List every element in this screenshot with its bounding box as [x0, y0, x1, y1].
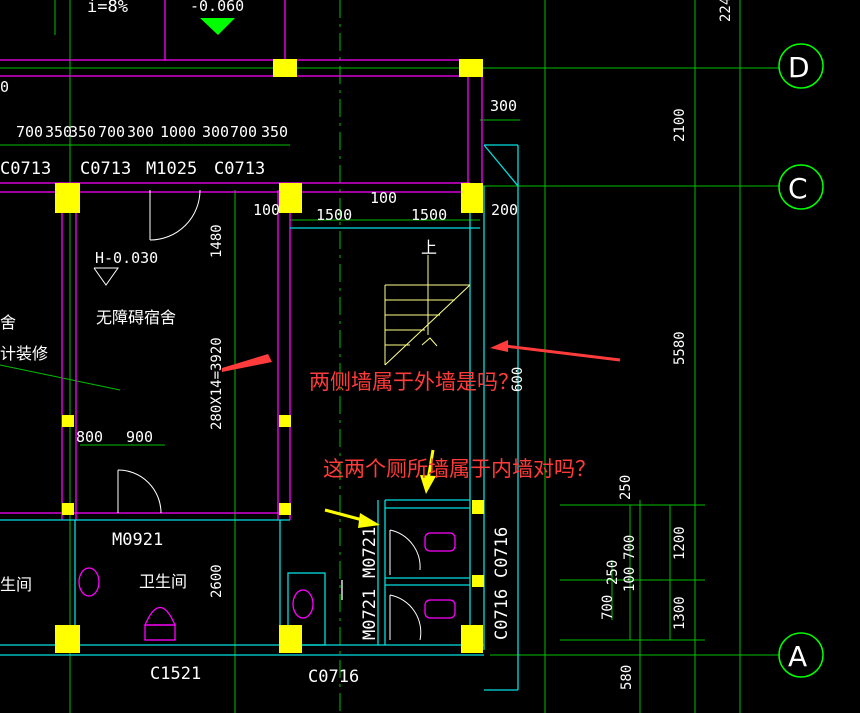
- window-label-c0716-c: C0716: [308, 667, 359, 687]
- room-label-dorm: 无障碍宿舍: [96, 308, 176, 327]
- level-marker-icon: [200, 18, 235, 35]
- dim-1480: 1480: [209, 224, 225, 258]
- window-label-3: M1025: [146, 159, 197, 179]
- axis-bubbles: [778, 43, 824, 678]
- columns: [55, 59, 484, 653]
- window-label-1: C0713: [0, 159, 51, 179]
- dim-350-2: 350: [69, 123, 96, 141]
- dim-350-1: 350: [45, 123, 72, 141]
- dim-580: 580: [619, 665, 635, 690]
- zero-label: 0: [0, 78, 9, 96]
- dim-250-b: 250: [605, 560, 621, 585]
- window-label-c0716-a: C0716: [492, 527, 512, 578]
- doors: [117, 189, 422, 641]
- dim-224: 224: [718, 0, 734, 22]
- axis-label-a: A: [788, 640, 807, 673]
- level-label: -0.060: [190, 0, 244, 15]
- dim-100-c: 100: [622, 567, 638, 592]
- dim-350-3: 350: [261, 123, 288, 141]
- stair-up-label: 上: [421, 238, 437, 257]
- annotation-arrows-yellow: [324, 449, 436, 528]
- dim-900: 900: [126, 428, 153, 446]
- axis-label-c: C: [788, 172, 808, 205]
- door-label-m0921: M0921: [112, 530, 163, 550]
- slope-label: i=8%: [87, 0, 128, 17]
- dim-2100: 2100: [672, 108, 688, 142]
- annotation-arrows-red: [222, 340, 621, 372]
- door-label-m0721-b: M0721: [360, 589, 380, 640]
- dim-700-1: 700: [16, 123, 43, 141]
- dim-100-a: 100: [253, 201, 280, 219]
- dim-100-b: 100: [370, 189, 397, 207]
- dim-700-b: 700: [600, 595, 616, 620]
- dim-1300: 1300: [672, 596, 688, 630]
- window-label-4: C0713: [214, 159, 265, 179]
- dim-1000: 1000: [160, 123, 196, 141]
- dim-700-2: 700: [98, 123, 125, 141]
- axis-label-d: D: [788, 51, 810, 84]
- axis-lines: [0, 0, 780, 713]
- dim-250: 250: [618, 475, 634, 500]
- window-label-c1521: C1521: [150, 664, 201, 684]
- dim-200: 200: [491, 201, 518, 219]
- dim-1500-a: 1500: [316, 206, 352, 224]
- dim-2600: 2600: [209, 564, 225, 598]
- dim-800: 800: [76, 428, 103, 446]
- window-label-2: C0713: [80, 159, 131, 179]
- question-exterior-wall: 两侧墙属于外墙是吗？: [309, 370, 519, 394]
- dim-1200: 1200: [672, 526, 688, 560]
- level-marker-small-icon: [93, 267, 119, 286]
- dim-3920: 280X14=3920: [209, 337, 225, 430]
- dim-300-2: 300: [202, 123, 229, 141]
- dim-300-right: 300: [490, 97, 517, 115]
- room-label-toilet-left: 生间: [0, 575, 32, 594]
- dim-1500-b: 1500: [411, 206, 447, 224]
- dim-5580: 5580: [672, 331, 688, 365]
- room-label-toilet: 卫生间: [139, 572, 187, 591]
- walls-cyan: [0, 144, 519, 691]
- dim-300-1: 300: [127, 123, 154, 141]
- room-label-left-2: 计装修: [0, 344, 48, 363]
- stairs: [384, 255, 471, 366]
- fixtures: [78, 532, 456, 641]
- h-level-label: H-0.030: [95, 249, 158, 267]
- walls-magenta: [0, 0, 483, 520]
- dim-700-a: 700: [622, 535, 638, 560]
- dim-700-3: 700: [230, 123, 257, 141]
- room-label-left-1: 舍: [0, 313, 16, 332]
- door-label-m0721-a: M0721: [360, 527, 380, 578]
- window-label-c0716-b: C0716: [492, 589, 512, 640]
- dim-600: 600: [510, 367, 526, 392]
- question-interior-wall: 这两个厕所墙属于内墙对吗？: [323, 457, 596, 481]
